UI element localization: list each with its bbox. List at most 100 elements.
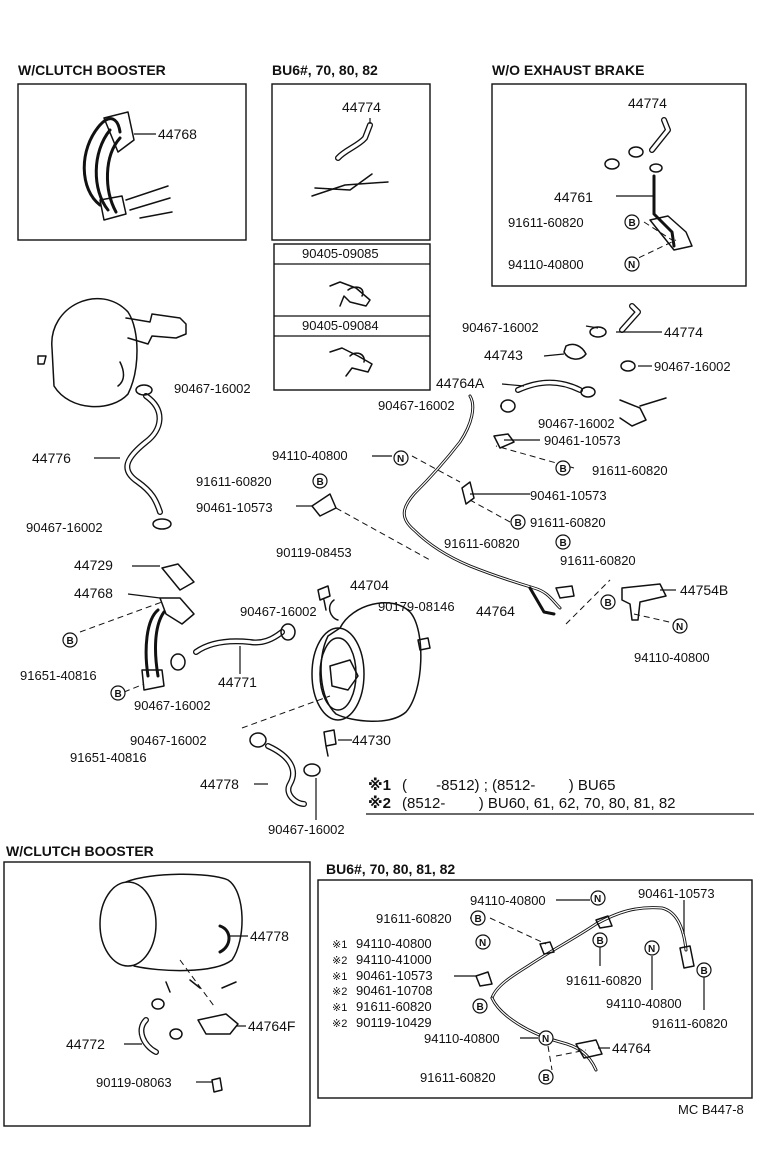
section-title: W/CLUTCH BOOSTER bbox=[6, 843, 154, 859]
part-label: 44743 bbox=[484, 347, 523, 363]
part-label: 90467-16002 bbox=[538, 416, 615, 431]
nut-symbol: N bbox=[644, 940, 660, 956]
hose-44743 bbox=[563, 343, 587, 360]
part-label: 90461-10573 bbox=[530, 488, 607, 503]
part-label: 94110-40800 bbox=[470, 893, 546, 908]
part-label: 44778 bbox=[250, 928, 289, 944]
part-label: 94110-41000 bbox=[356, 952, 432, 967]
pipe-44768-top bbox=[82, 111, 173, 221]
bracket-44754B bbox=[621, 583, 667, 621]
note-mark: ※1 bbox=[332, 971, 347, 983]
vacuum-tank-44704 bbox=[311, 599, 422, 722]
section-title: BU6#, 70, 80, 82 bbox=[272, 62, 378, 78]
part-label: 44764 bbox=[612, 1040, 651, 1056]
part-label: 91611-60820 bbox=[560, 553, 636, 568]
clip-90461-10573-bottom bbox=[475, 971, 493, 987]
part-label: 90461-10573 bbox=[196, 500, 273, 515]
note-mark: ※1 bbox=[332, 1002, 347, 1014]
section-box-clutch-booster-top bbox=[17, 83, 247, 241]
drawing-number: MC B447-8 bbox=[678, 1102, 744, 1117]
section-box-clutch-booster-bottom bbox=[3, 861, 311, 1127]
note-mark: ※1 bbox=[368, 776, 391, 794]
part-label: 90461-10573 bbox=[544, 433, 621, 448]
part-label: 90467-16002 bbox=[130, 733, 207, 748]
clamp-90405-09085 bbox=[329, 281, 371, 307]
dashed-leader bbox=[469, 499, 511, 523]
note-mark: ※2 bbox=[332, 986, 347, 998]
clutch-booster bbox=[99, 873, 243, 972]
part-label: 91611-60820 bbox=[652, 1016, 728, 1031]
part-label: 90461-10573 bbox=[356, 968, 433, 983]
bolt-symbol: B bbox=[472, 998, 488, 1014]
pipe-44764-main bbox=[402, 394, 575, 616]
part-label: 44771 bbox=[218, 674, 257, 690]
section-title: W/CLUTCH BOOSTER bbox=[18, 62, 166, 78]
svg-text:B: B bbox=[515, 518, 522, 529]
part-label: 44768 bbox=[74, 585, 113, 601]
bolt-symbol: B bbox=[600, 594, 616, 610]
dashed-leader bbox=[241, 695, 331, 729]
part-label: 44764F bbox=[248, 1018, 295, 1034]
leader-line bbox=[543, 353, 565, 357]
part-label: 90467-16002 bbox=[26, 520, 103, 535]
bolt-symbol: B bbox=[555, 460, 571, 476]
hose-44771 bbox=[170, 623, 296, 671]
part-label: 90467-16002 bbox=[240, 604, 317, 619]
bolt-symbol: B bbox=[110, 685, 126, 701]
dashed-leader bbox=[123, 683, 145, 693]
bolt-symbol: B bbox=[592, 932, 608, 948]
svg-text:B: B bbox=[67, 636, 74, 647]
dashed-leader bbox=[565, 579, 611, 625]
note-mark: ※2 bbox=[332, 955, 347, 967]
part-label: 90467-16002 bbox=[268, 822, 345, 837]
svg-text:B: B bbox=[115, 689, 122, 700]
part-label: 90405-09085 bbox=[302, 246, 379, 261]
vacuum-booster bbox=[37, 297, 187, 408]
part-label: 44761 bbox=[554, 189, 593, 205]
part-label: 90467-16002 bbox=[462, 320, 539, 335]
bolt-symbol: B bbox=[510, 514, 526, 530]
bolt-symbol: B bbox=[62, 632, 78, 648]
dashed-leader bbox=[411, 455, 461, 483]
hose-44772 bbox=[138, 998, 183, 1055]
hose-44764A bbox=[500, 379, 596, 413]
bolt-symbol: B bbox=[538, 1069, 554, 1085]
nut-symbol: N bbox=[590, 890, 606, 906]
dashed-leader bbox=[547, 1045, 553, 1071]
svg-text:N: N bbox=[628, 260, 635, 271]
dashed-leader bbox=[555, 1049, 587, 1057]
dashed-leader bbox=[643, 221, 673, 241]
pipe-44764-bottom bbox=[490, 906, 695, 1072]
part-label: 94110-40800 bbox=[508, 257, 584, 272]
bolt-symbol: B bbox=[470, 910, 486, 926]
note-text: (8512- ) BU60, 61, 62, 70, 80, 81, 82 bbox=[402, 795, 676, 812]
note-mark: ※2 bbox=[368, 794, 391, 812]
svg-text:B: B bbox=[605, 598, 612, 609]
part-label: 44778 bbox=[200, 776, 239, 792]
part-label: 44774 bbox=[664, 324, 703, 340]
bolt-90119-08453 bbox=[317, 585, 331, 611]
svg-text:N: N bbox=[479, 938, 486, 949]
dashed-leader bbox=[629, 239, 677, 263]
svg-text:B: B bbox=[597, 936, 604, 947]
svg-text:B: B bbox=[475, 914, 482, 925]
bolt-symbol: B bbox=[696, 962, 712, 978]
part-label: 44768 bbox=[158, 126, 197, 142]
nut-symbol: N bbox=[538, 1030, 554, 1046]
part-label: 94110-40800 bbox=[606, 996, 682, 1011]
part-label: 91611-60820 bbox=[592, 463, 668, 478]
section-box-bu6-bottom bbox=[317, 879, 753, 1099]
clip-90461-10573-c bbox=[311, 493, 337, 517]
part-label: 91611-60820 bbox=[566, 973, 642, 988]
part-label: 44730 bbox=[352, 732, 391, 748]
bolt-symbol: B bbox=[312, 473, 328, 489]
part-label: 90119-08453 bbox=[276, 545, 352, 560]
part-label: 94110-40800 bbox=[634, 650, 710, 665]
clamp-90467-16002-right bbox=[619, 360, 667, 427]
hose-44776 bbox=[124, 384, 172, 530]
nut-symbol: N bbox=[624, 256, 640, 272]
pipe-44768-mid bbox=[141, 597, 195, 691]
section-title: BU6#, 70, 80, 81, 82 bbox=[326, 861, 455, 877]
part-label: 90461-10708 bbox=[356, 983, 433, 998]
part-label: 44704 bbox=[350, 577, 389, 593]
